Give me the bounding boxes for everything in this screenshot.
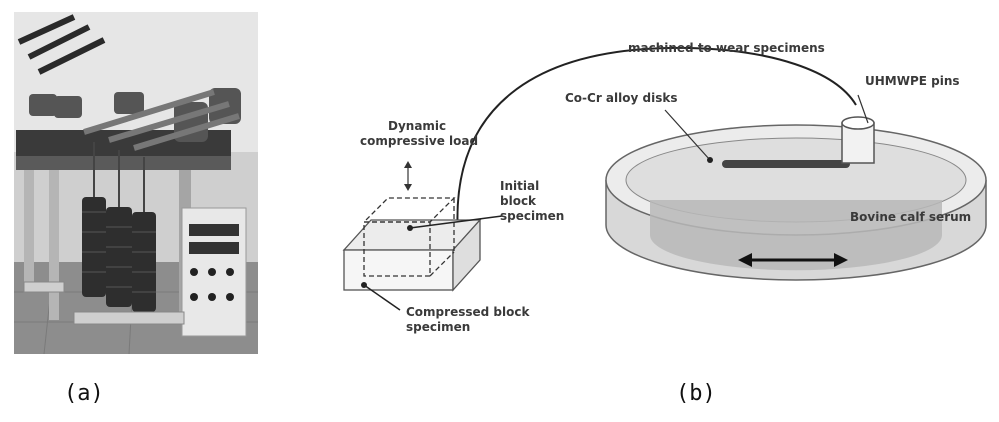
label-bovine-serum: Bovine calf serum [850,210,971,224]
label-cocr-disks: Co-Cr alloy disks [565,91,677,105]
label-compressed-2: specimen [406,320,470,334]
machining-path-arc [456,46,857,236]
wear-tester-photo [14,12,258,354]
label-initial-2: block [500,194,537,208]
wear-test-schematic: machined to wear specimens UHMWPE pins C… [330,30,990,350]
compressed-block [342,218,482,292]
label-compressed-1: Compressed block [406,305,530,319]
caption-a: (a) [64,381,104,406]
motion-arrow [738,253,848,267]
uhmwpe-pin [841,116,875,164]
label-dynamic-2: compressive load [360,134,478,148]
label-initial-3: specimen [500,209,564,223]
serum-dish [605,124,987,281]
label-dynamic-1: Dynamic [388,119,446,133]
label-machined: machined to wear specimens [628,41,825,55]
load-arrow [404,161,412,191]
caption-b: (b) [676,381,716,406]
wear-tester-illustration [14,12,258,354]
label-initial-1: Initial [500,179,539,193]
initial-block [362,197,456,277]
label-uhmwpe-pins: UHMWPE pins [865,74,960,88]
